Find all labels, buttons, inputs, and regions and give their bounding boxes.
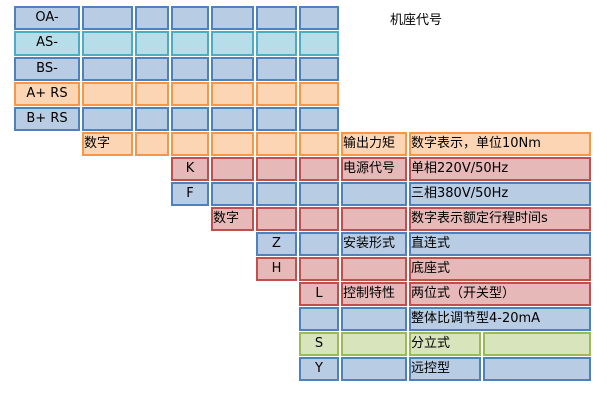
empty-cell: [211, 6, 254, 30]
empty-cell: [135, 132, 169, 156]
empty-cell: [211, 132, 254, 156]
empty-cell: [211, 57, 254, 81]
empty-cell: [341, 207, 407, 231]
code-cell: 数字: [211, 207, 254, 231]
empty-cell: [299, 182, 339, 206]
empty-cell: [299, 107, 339, 131]
code-cell: 远控型: [409, 357, 481, 381]
empty-cell: [211, 31, 254, 56]
code-cell: 整体比调节型4-20mA: [409, 307, 591, 331]
code-cell: 输出力矩: [341, 132, 407, 156]
empty-cell: [82, 57, 133, 81]
code-cell: OA-: [14, 6, 80, 30]
empty-cell: [299, 207, 339, 231]
empty-cell: [483, 357, 591, 381]
empty-cell: [135, 31, 169, 56]
empty-cell: [299, 157, 339, 181]
empty-cell: [211, 157, 254, 181]
empty-cell: [171, 107, 209, 131]
empty-cell: [256, 182, 297, 206]
code-cell: 安装形式: [341, 232, 407, 256]
empty-cell: [135, 107, 169, 131]
empty-cell: [211, 107, 254, 131]
code-cell: A+ RS: [14, 82, 80, 106]
code-cell: 单相220V/50Hz: [409, 157, 591, 181]
empty-cell: [341, 307, 407, 331]
code-cell: S: [299, 332, 339, 356]
code-cell: H: [256, 257, 297, 281]
empty-cell: [171, 6, 209, 30]
code-cell: Z: [256, 232, 297, 256]
empty-cell: [256, 157, 297, 181]
empty-cell: [256, 82, 297, 106]
empty-cell: [341, 257, 407, 281]
empty-cell: [135, 6, 169, 30]
code-cell: 底座式: [409, 257, 591, 281]
code-cell: BS-: [14, 57, 80, 81]
code-cell: 电源代号: [341, 157, 407, 181]
empty-cell: [171, 82, 209, 106]
code-cell: L: [299, 282, 339, 306]
code-cell: 直连式: [409, 232, 591, 256]
empty-cell: [82, 31, 133, 56]
code-cell: K: [171, 157, 209, 181]
code-cell: 控制特性: [341, 282, 407, 306]
empty-cell: [171, 132, 209, 156]
empty-cell: [135, 82, 169, 106]
empty-cell: [299, 257, 339, 281]
code-cell: Y: [299, 357, 339, 381]
empty-cell: [256, 132, 297, 156]
code-cell: 两位式（开关型）: [409, 282, 591, 306]
empty-cell: [299, 6, 339, 30]
code-cell: AS-: [14, 31, 80, 56]
empty-cell: [299, 31, 339, 56]
empty-cell: [211, 182, 254, 206]
empty-cell: [135, 57, 169, 81]
empty-cell: [82, 6, 133, 30]
empty-cell: [341, 357, 407, 381]
empty-cell: [341, 182, 407, 206]
empty-cell: [256, 57, 297, 81]
empty-cell: [483, 332, 591, 356]
code-cell: B+ RS: [14, 107, 80, 131]
empty-cell: [82, 82, 133, 106]
code-cell: F: [171, 182, 209, 206]
code-cell: 数字: [82, 132, 133, 156]
code-cell: 数字表示，单位10Nm: [409, 132, 591, 156]
empty-cell: [256, 107, 297, 131]
empty-cell: [82, 107, 133, 131]
empty-cell: [256, 31, 297, 56]
empty-cell: [171, 31, 209, 56]
empty-cell: [299, 57, 339, 81]
empty-cell: [299, 232, 339, 256]
empty-cell: [256, 6, 297, 30]
empty-cell: [256, 207, 297, 231]
empty-cell: [299, 307, 339, 331]
frame-code-title: 机座代号: [390, 13, 443, 28]
empty-cell: [299, 82, 339, 106]
empty-cell: [341, 332, 407, 356]
empty-cell: [171, 57, 209, 81]
empty-cell: [211, 82, 254, 106]
code-cell: 三相380V/50Hz: [409, 182, 591, 206]
empty-cell: [299, 132, 339, 156]
code-cell: 数字表示额定行程时间s: [409, 207, 591, 231]
code-cell: 分立式: [409, 332, 481, 356]
